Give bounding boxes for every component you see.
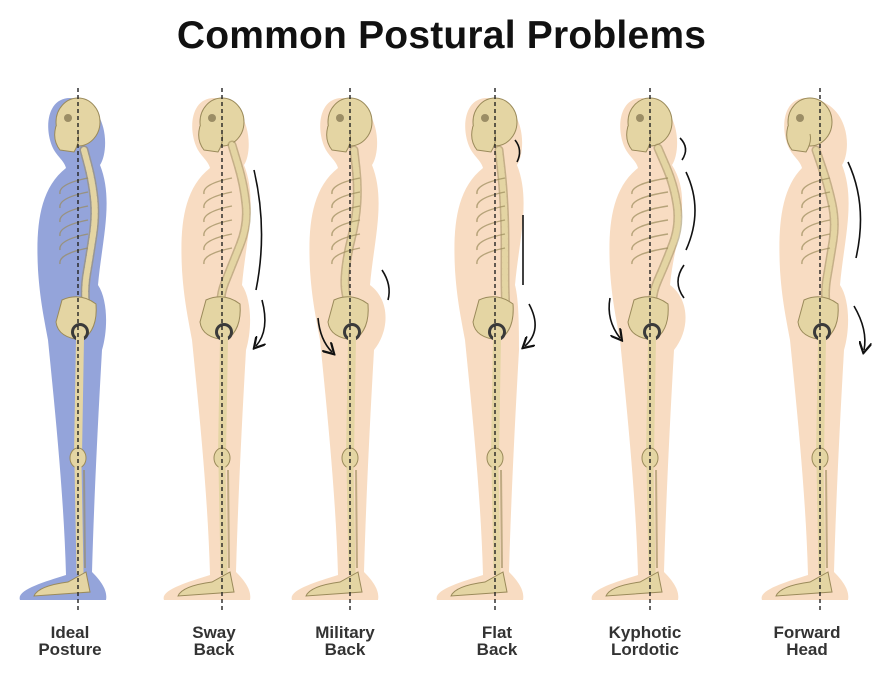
curve-indicator [679, 137, 687, 161]
body-silhouette [591, 98, 686, 600]
curve-indicator [381, 269, 390, 301]
foot [177, 571, 235, 597]
rib [476, 205, 506, 223]
foot [305, 571, 363, 597]
curve-indicator [847, 161, 862, 259]
rib [476, 177, 506, 195]
rib [59, 177, 89, 195]
pelvic-tilt-arrow [853, 305, 865, 350]
rib [331, 191, 361, 209]
rib [331, 177, 361, 195]
femoral-head [816, 326, 828, 338]
curve-indicator [685, 171, 696, 251]
figure-flat-back [436, 88, 536, 612]
curve-indicator [677, 264, 685, 299]
rib [476, 219, 506, 237]
rib [801, 219, 831, 237]
body-silhouette [761, 98, 849, 600]
fibula [655, 469, 658, 569]
femoral-head [346, 326, 358, 338]
eye-socket [481, 114, 489, 122]
rib [331, 205, 361, 223]
rib [59, 219, 89, 237]
rib [59, 191, 89, 209]
femur [74, 334, 84, 459]
rib [331, 247, 361, 265]
rib [203, 191, 233, 209]
femoral-head [218, 326, 230, 338]
pelvic-tilt-arrow [256, 299, 265, 346]
fibula [227, 469, 230, 569]
femur [816, 334, 826, 459]
body-silhouette [291, 98, 386, 600]
jaw [786, 125, 811, 153]
femur [346, 334, 356, 459]
rib [801, 247, 831, 265]
femoral-head [74, 326, 86, 338]
femur [491, 334, 501, 459]
fibula [355, 469, 358, 569]
page-title: Common Postural Problems [176, 14, 707, 57]
fibula [83, 469, 86, 569]
rib [203, 219, 233, 237]
rib [631, 219, 669, 237]
rib [203, 205, 233, 223]
eye-socket [796, 114, 804, 122]
rib [631, 205, 669, 223]
body-silhouette [436, 98, 524, 600]
rib [801, 177, 831, 195]
curve-indicator [514, 139, 521, 163]
fibula [825, 469, 828, 569]
rib [59, 247, 89, 265]
rib [59, 233, 89, 251]
femur [646, 334, 656, 459]
rib [331, 233, 361, 251]
rib [801, 191, 831, 209]
figure-kyphotic-lordotic [591, 88, 696, 612]
foot [33, 571, 91, 597]
rib [203, 233, 233, 251]
figure-sway-back [163, 88, 265, 612]
fibula [500, 469, 503, 569]
pelvic-tilt-arrow [608, 297, 620, 338]
rib [631, 177, 669, 195]
rib [203, 177, 233, 195]
pelvic-tilt-arrow [525, 303, 536, 346]
rib [331, 219, 361, 237]
curve-indicator [253, 169, 263, 291]
femoral-head [491, 326, 503, 338]
rib [631, 233, 669, 251]
foot [450, 571, 508, 597]
rib [476, 233, 506, 251]
figure-forward-head [761, 88, 865, 612]
figure-ideal-posture [19, 88, 107, 612]
figure-military-back [291, 88, 390, 612]
eye-socket [208, 114, 216, 122]
rib [631, 247, 669, 265]
eye-socket [64, 114, 72, 122]
rib [476, 247, 506, 265]
rib [203, 247, 233, 265]
rib [801, 205, 831, 223]
foot [775, 571, 833, 597]
rib [801, 233, 831, 251]
pelvic-tilt-arrow [317, 317, 332, 352]
foot [605, 571, 663, 597]
rib [59, 205, 89, 223]
femur [218, 334, 228, 459]
eye-socket [336, 114, 344, 122]
rib [631, 191, 669, 209]
femoral-head [646, 326, 658, 338]
rib [476, 191, 506, 209]
eye-socket [636, 114, 644, 122]
